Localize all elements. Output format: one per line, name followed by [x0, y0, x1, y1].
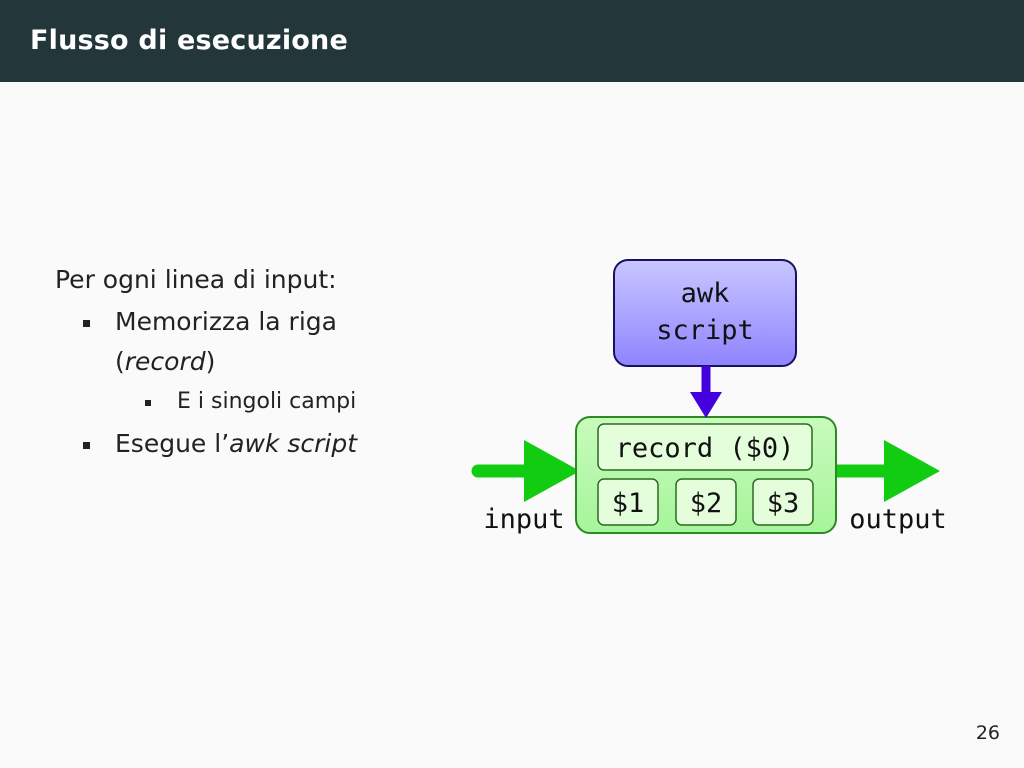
input-arrow: [471, 440, 580, 502]
slide-content: Per ogni linea di input: Memorizza la ri…: [55, 262, 395, 470]
sub-bullet-list: E i singoli campi: [115, 386, 395, 418]
bullet-item-memorizza: Memorizza la riga (record) E i singoli c…: [55, 302, 395, 418]
emphasis-awk-script: awk script: [229, 429, 357, 458]
paren-close: ): [205, 347, 216, 376]
awk-script-line2: script: [656, 315, 754, 346]
input-label: input: [483, 504, 564, 535]
slide-header: Flusso di esecuzione: [0, 0, 1024, 82]
bullet-text: Esegue l’: [115, 429, 230, 458]
bullet-list: Memorizza la riga (record) E i singoli c…: [55, 302, 395, 464]
slide-title: Flusso di esecuzione: [30, 25, 348, 56]
field-box-3: [752, 478, 814, 526]
field-box-1: [597, 478, 659, 526]
emphasis-record: record: [124, 347, 206, 376]
record-box: [597, 423, 813, 471]
field-label-2: $2: [690, 488, 723, 519]
field-label-1: $1: [612, 488, 645, 519]
record-label: record ($0): [616, 433, 795, 464]
sub-bullet-item: E i singoli campi: [115, 386, 395, 418]
bullet-item-esegue: Esegue l’awk script: [55, 424, 395, 464]
page-number: 26: [975, 722, 1000, 744]
paren-open: (: [115, 347, 125, 376]
awk-script-line1: awk: [681, 278, 730, 309]
bullet-text: Memorizza la riga: [115, 307, 337, 336]
field-box-2: [675, 478, 737, 526]
field-label-3: $3: [767, 488, 800, 519]
script-arrow: [690, 366, 722, 418]
output-arrow: [836, 440, 940, 502]
intro-text: Per ogni linea di input:: [55, 265, 337, 294]
field-boxes: $1 $2 $3: [597, 478, 814, 526]
output-label: output: [849, 504, 947, 535]
awk-script-box: [613, 259, 797, 367]
